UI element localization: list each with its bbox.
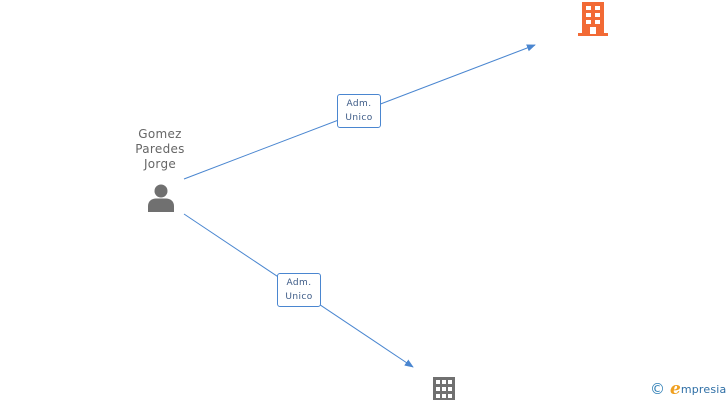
role-label-line-1: Adm. <box>286 278 312 288</box>
person-name-line-2: Paredes <box>135 142 185 156</box>
role-label-line-2: Unico <box>345 113 373 123</box>
brand-watermark: © e mpresia <box>650 379 727 399</box>
company-building-icon[interactable] <box>432 377 456 400</box>
person-name-line-3: Jorge <box>143 157 177 171</box>
role-label-line-1: Adm. <box>346 99 372 109</box>
person-icon[interactable] <box>146 183 176 213</box>
brand-logo-text: mpresia <box>680 382 727 396</box>
role-label-company-bottom[interactable]: Adm. Unico <box>277 273 321 307</box>
copyright-icon: © <box>650 380 665 398</box>
role-label-line-2: Unico <box>285 292 313 302</box>
person-name-line-1: Gomez <box>138 127 182 141</box>
person-name-label[interactable]: Gomez Paredes Jorge <box>118 127 202 172</box>
brand-logo-initial: e <box>670 379 681 399</box>
company-building-icon-highlighted[interactable] <box>577 2 609 36</box>
role-label-company-top[interactable]: Adm. Unico <box>337 94 381 128</box>
